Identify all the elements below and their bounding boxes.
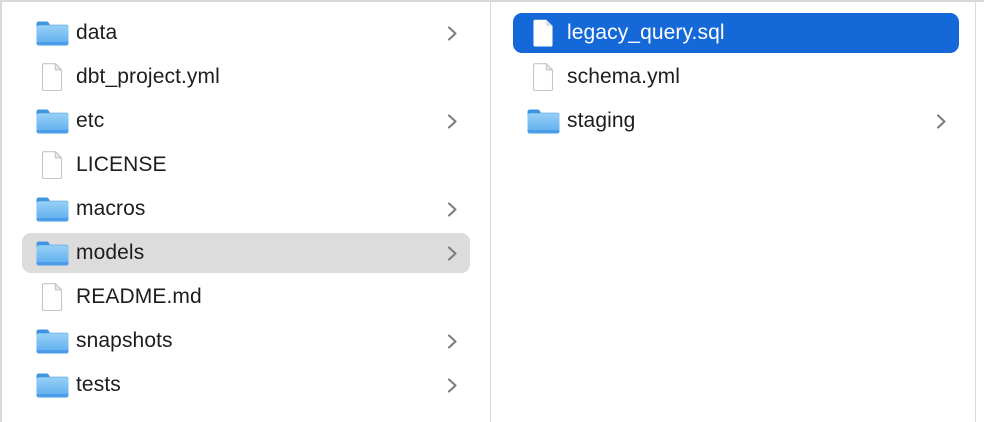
file-icon [34, 59, 70, 95]
item-label: legacy_query.sql [567, 21, 725, 44]
column-right: legacy_query.sql schema.yml staging [491, 2, 976, 422]
folder-icon [34, 367, 70, 403]
row-staging[interactable]: staging [513, 101, 959, 141]
row-readme-md[interactable]: README.md [22, 277, 470, 317]
next-column-stub [976, 2, 984, 422]
item-label: staging [567, 109, 636, 132]
item-label: macros [76, 197, 146, 220]
folder-icon [34, 323, 70, 359]
file-icon [525, 15, 561, 51]
chevron-right-icon [447, 245, 458, 262]
row-tests[interactable]: tests [22, 365, 470, 405]
folder-icon [34, 191, 70, 227]
row-schema-yml[interactable]: schema.yml [513, 57, 959, 97]
file-icon [34, 147, 70, 183]
row-license[interactable]: LICENSE [22, 145, 470, 185]
row-etc[interactable]: etc [22, 101, 470, 141]
chevron-right-icon [936, 113, 947, 130]
item-label: snapshots [76, 329, 173, 352]
item-label: LICENSE [76, 153, 167, 176]
file-icon [34, 279, 70, 315]
row-models-selected[interactable]: models [22, 233, 470, 273]
item-label: etc [76, 109, 105, 132]
chevron-right-icon [447, 377, 458, 394]
item-label: tests [76, 373, 121, 396]
folder-icon [34, 103, 70, 139]
chevron-right-icon [447, 113, 458, 130]
chevron-right-icon [447, 333, 458, 350]
folder-icon [34, 15, 70, 51]
item-label: README.md [76, 285, 202, 308]
chevron-right-icon [447, 25, 458, 42]
row-dbt-project-yml[interactable]: dbt_project.yml [22, 57, 470, 97]
item-label: models [76, 241, 145, 264]
folder-icon [34, 235, 70, 271]
folder-icon [525, 103, 561, 139]
item-label: data [76, 21, 118, 44]
item-label: dbt_project.yml [76, 65, 220, 88]
row-legacy-query-sql-selected[interactable]: legacy_query.sql [513, 13, 959, 53]
column-left: data dbt_project.yml etc LICENSE macros [2, 2, 491, 422]
file-icon [525, 59, 561, 95]
row-macros[interactable]: macros [22, 189, 470, 229]
row-data[interactable]: data [22, 13, 470, 53]
row-snapshots[interactable]: snapshots [22, 321, 470, 361]
item-label: schema.yml [567, 65, 681, 88]
chevron-right-icon [447, 201, 458, 218]
